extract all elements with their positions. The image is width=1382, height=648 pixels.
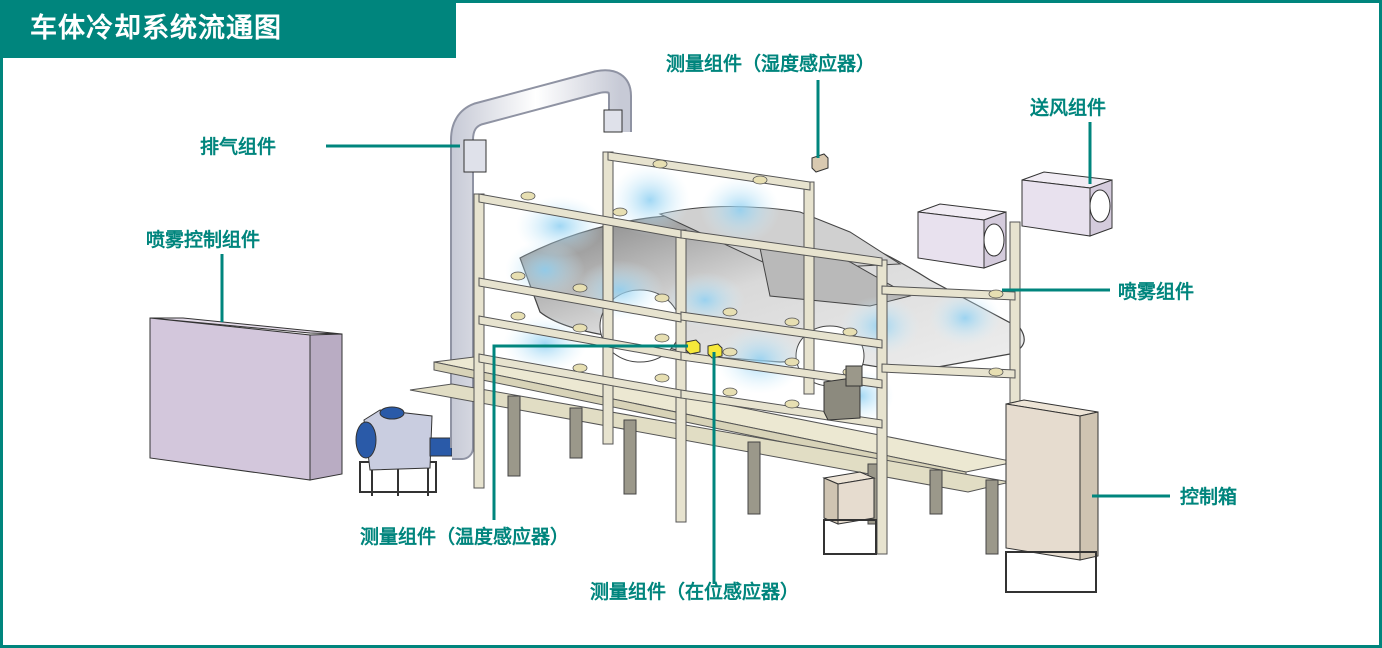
- small-cabinet: [822, 471, 877, 555]
- exhaust-blower: [355, 406, 453, 496]
- label-measure-position: 测量组件（在位感应器）: [590, 581, 800, 603]
- label-spray-control: 喷雾控制组件: [146, 229, 261, 251]
- sensors: [685, 153, 829, 359]
- label-measure-humidity-top: 测量组件（湿度感应器）: [666, 53, 876, 75]
- label-measure-temperature: 测量组件（温度感应器）: [360, 526, 570, 548]
- support-boxes: [823, 365, 863, 421]
- label-air-supply: 送风组件: [1030, 97, 1107, 119]
- leader-lines: [220, 80, 1170, 584]
- label-exhaust: 排气组件: [200, 136, 277, 158]
- air-supply-unit-right: [1021, 171, 1113, 237]
- label-control-box: 控制箱: [1180, 486, 1238, 508]
- spray-control-box: [149, 317, 343, 481]
- exhaust-duct: [450, 69, 632, 460]
- control-cabinet: [1005, 399, 1099, 593]
- air-supply-unit-left: [917, 203, 1007, 269]
- page-title: 车体冷却系统流通图: [0, 0, 456, 58]
- spray-nozzles: [510, 159, 1004, 409]
- label-spray: 喷雾组件: [1118, 281, 1195, 303]
